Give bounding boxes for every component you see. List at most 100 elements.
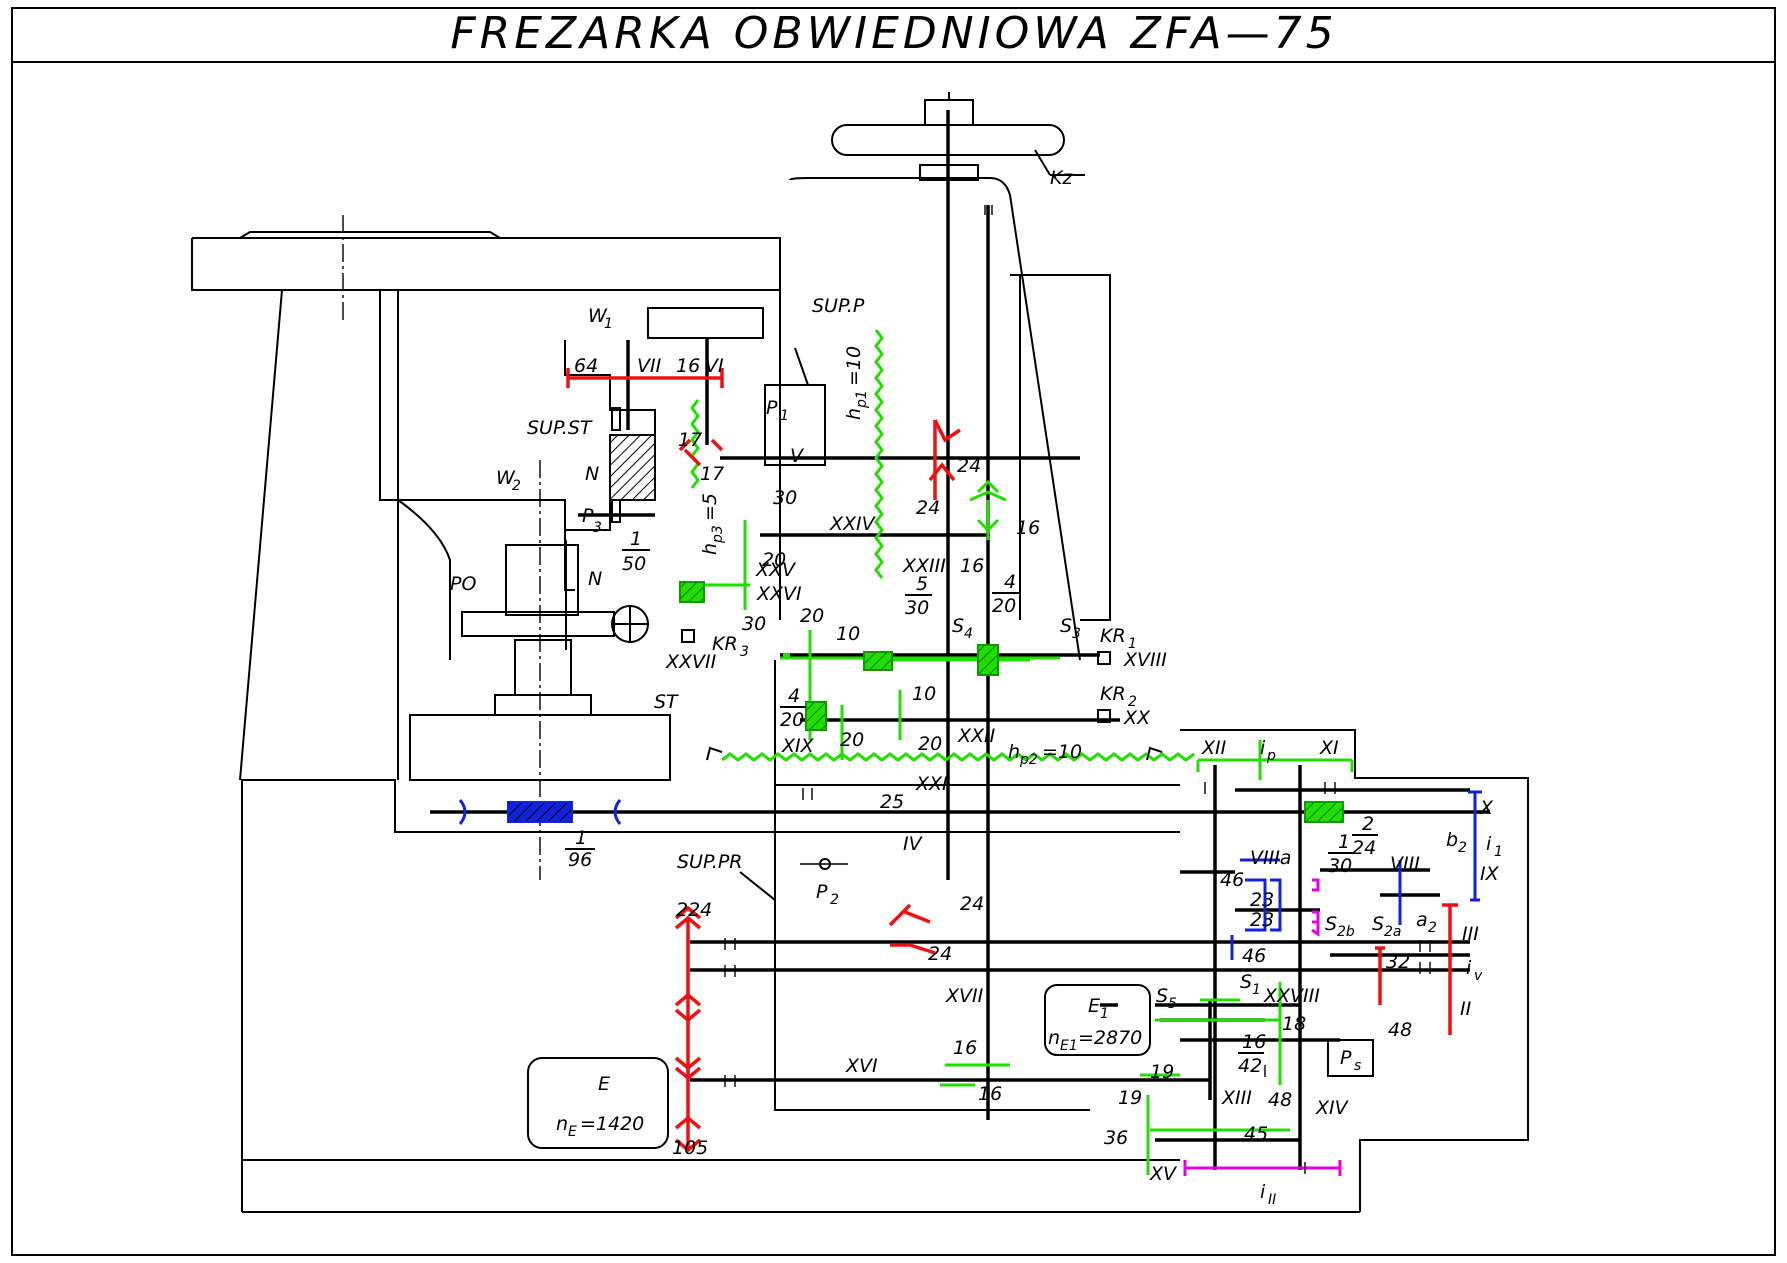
label-s3: S bbox=[1060, 615, 1072, 637]
shaft-XVIII: XVIII bbox=[1123, 649, 1167, 671]
num-30b: 30 bbox=[742, 613, 766, 635]
label-ip: i bbox=[1260, 737, 1266, 759]
shaft-XV: XV bbox=[1149, 1163, 1178, 1185]
num-17a: 17 bbox=[678, 429, 702, 451]
label-hp1-sub: p1 bbox=[854, 390, 870, 409]
worm-1-96 bbox=[507, 801, 573, 823]
label-s3-sub: 3 bbox=[1072, 626, 1081, 642]
label-ne-val: =1420 bbox=[580, 1113, 644, 1135]
frac-4-20a-den: 20 bbox=[992, 595, 1016, 617]
label-sup-st: SUP.ST bbox=[527, 417, 593, 439]
shaft-IX: IX bbox=[1480, 863, 1500, 885]
num-16b: 16 bbox=[960, 555, 984, 577]
kr1-square bbox=[1097, 651, 1111, 665]
frac-5-30-den: 30 bbox=[905, 597, 929, 619]
magenta-chain bbox=[1183, 878, 1342, 1176]
num-105: 105 bbox=[672, 1137, 708, 1159]
label-motor-e1-sub: 1 bbox=[1100, 1006, 1109, 1022]
frac-4-20b-den: 20 bbox=[780, 709, 804, 731]
num-30a: 30 bbox=[773, 487, 797, 509]
num-46a: 46 bbox=[1220, 869, 1244, 891]
label-hp3-sub: p3 bbox=[710, 525, 726, 544]
drawing-frame bbox=[11, 7, 1776, 1256]
shaft-labels: II III IV V VI VII VIII VIIIa IX X XI XI… bbox=[637, 355, 1500, 1185]
label-hp3-val: =5 bbox=[699, 493, 721, 521]
num-18: 18 bbox=[1282, 1013, 1306, 1035]
drawing-title: FREZARKA OBWIEDNIOWA ZFA—75 bbox=[450, 8, 1337, 59]
num-19a: 19 bbox=[1150, 1061, 1174, 1083]
label-s2a: S bbox=[1372, 913, 1384, 935]
frac-1-96-num: 1 bbox=[575, 827, 587, 849]
frac-1-96-den: 96 bbox=[568, 849, 592, 871]
shaft-XII: XII bbox=[1201, 737, 1227, 759]
num-224: 224 bbox=[676, 899, 712, 921]
label-s5: S bbox=[1156, 985, 1168, 1007]
label-sup-p: SUP.P bbox=[812, 295, 865, 317]
num-25: 25 bbox=[880, 791, 904, 813]
shaft-XIII: XIII bbox=[1221, 1087, 1252, 1109]
label-hp2-val: =10 bbox=[1042, 741, 1082, 763]
label-w1: W bbox=[588, 305, 608, 327]
num-46b: 46 bbox=[1242, 945, 1266, 967]
shaft-XXV: XXV bbox=[755, 559, 797, 581]
num-23a: 23 bbox=[1250, 889, 1274, 911]
label-s2b: S bbox=[1325, 913, 1337, 935]
num-16d: 16 bbox=[978, 1083, 1002, 1105]
fractions: 1 50 5 30 4 20 4 20 1 96 2 24 1 30 16 42 bbox=[565, 528, 1378, 1077]
label-n: N bbox=[585, 463, 599, 485]
label-n2: N bbox=[588, 568, 602, 590]
label-iII-sub: II bbox=[1268, 1192, 1276, 1208]
label-kr1: KR bbox=[1100, 625, 1126, 647]
label-hp1: h bbox=[843, 408, 865, 420]
frac-4-20b-num: 4 bbox=[788, 685, 800, 707]
num-48a: 48 bbox=[1268, 1089, 1292, 1111]
label-i1-sub: 1 bbox=[1494, 844, 1503, 860]
label-p1: P bbox=[766, 397, 778, 419]
label-iv-sub: v bbox=[1474, 968, 1483, 984]
label-iv: i bbox=[1466, 957, 1472, 979]
worm-5-30 bbox=[863, 651, 893, 671]
label-p2-sub: 2 bbox=[830, 892, 839, 908]
num-23b: 23 bbox=[1250, 909, 1274, 931]
shaft-XIV: XIV bbox=[1315, 1097, 1350, 1119]
shaft-X: X bbox=[1479, 797, 1494, 819]
frac-4-20a-num: 4 bbox=[1004, 571, 1016, 593]
num-10a: 10 bbox=[836, 623, 860, 645]
num-24a: 24 bbox=[957, 455, 981, 477]
label-s1: S bbox=[1240, 971, 1252, 993]
label-hp1-group: h p1 =10 bbox=[843, 346, 870, 420]
label-ip-sub: p bbox=[1266, 748, 1276, 764]
label-st: ST bbox=[654, 691, 679, 713]
frac-1-30-den: 30 bbox=[1328, 855, 1352, 877]
label-ne1-val: =2870 bbox=[1078, 1027, 1142, 1049]
shaft-VI: VI bbox=[705, 355, 724, 377]
num-24b: 24 bbox=[916, 497, 940, 519]
label-w2-sub: 2 bbox=[512, 478, 521, 494]
shaft-XVII: XVII bbox=[945, 985, 984, 1007]
bearings bbox=[724, 205, 1431, 1174]
kr2-square bbox=[1097, 709, 1111, 723]
frac-1-30-num: 1 bbox=[1338, 831, 1350, 853]
worm-4-20-b bbox=[805, 701, 827, 731]
anchor-right bbox=[1146, 746, 1163, 761]
blue-chain bbox=[458, 790, 1482, 960]
num-16a: 16 bbox=[1016, 517, 1040, 539]
shaft-VII: VII bbox=[637, 355, 662, 377]
label-kr3: KR bbox=[712, 633, 738, 655]
red-chain bbox=[566, 368, 1458, 1153]
num-20d: 20 bbox=[918, 733, 942, 755]
num-24c: 24 bbox=[960, 893, 984, 915]
machine-body bbox=[191, 92, 1529, 1213]
label-w1-sub: 1 bbox=[604, 316, 613, 332]
label-sup-pr: SUP.PR bbox=[677, 851, 743, 873]
num-48b: 48 bbox=[1388, 1019, 1412, 1041]
num-36: 36 bbox=[1104, 1127, 1128, 1149]
label-s1-sub: 1 bbox=[1252, 982, 1261, 998]
shaft-XIX: XIX bbox=[781, 735, 815, 757]
num-45: 45 bbox=[1244, 1123, 1268, 1145]
label-po: PO bbox=[450, 573, 476, 595]
shaft-XXVIII: XXVIII bbox=[1263, 985, 1320, 1007]
shaft-XXIV: XXIV bbox=[829, 513, 877, 535]
shaft-XXI: XXI bbox=[915, 773, 948, 795]
label-a2: a bbox=[1416, 909, 1428, 931]
